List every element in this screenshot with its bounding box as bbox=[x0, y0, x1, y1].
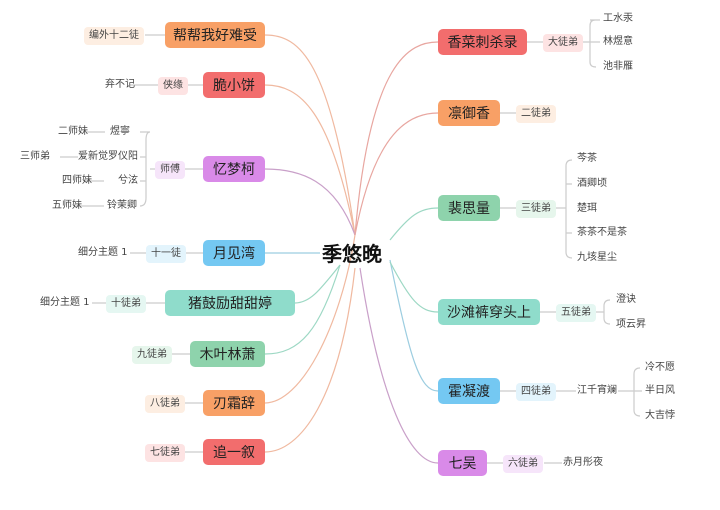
topic-node[interactable]: 追一叙 bbox=[203, 439, 265, 465]
role-label[interactable]: 师傅 bbox=[155, 161, 185, 179]
leaf-label[interactable]: 工水汞 bbox=[603, 13, 633, 24]
topic-node[interactable]: 月见湾 bbox=[203, 240, 265, 266]
role-label[interactable]: 九徒弟 bbox=[132, 346, 172, 364]
role-label[interactable]: 四徒弟 bbox=[516, 383, 556, 401]
role-label[interactable]: 八徒弟 bbox=[145, 395, 185, 413]
role-label[interactable]: 六徒弟 bbox=[503, 455, 543, 473]
leaf-label[interactable]: 弃不记 bbox=[105, 79, 135, 90]
role-label[interactable]: 编外十二徒 bbox=[84, 27, 144, 45]
role-label[interactable]: 大徒弟 bbox=[543, 34, 583, 52]
leaf-label[interactable]: 芩茶 bbox=[577, 153, 597, 164]
topic-node[interactable]: 霍凝渡 bbox=[438, 378, 500, 404]
leaf-label[interactable]: 项云昇 bbox=[616, 319, 646, 330]
leaf-label[interactable]: 楚珥 bbox=[577, 203, 597, 214]
leaf-label[interactable]: 酒卿顷 bbox=[577, 178, 607, 189]
leaf-label[interactable]: 林煜意 bbox=[603, 36, 633, 47]
leaf-label[interactable]: 大吉悖 bbox=[645, 410, 675, 421]
role-label[interactable]: 五徒弟 bbox=[556, 304, 596, 322]
role-label[interactable]: 三徒弟 bbox=[516, 200, 556, 218]
leaf-label[interactable]: 江千宵斓 bbox=[577, 385, 617, 396]
leaf-label[interactable]: 兮泫 bbox=[118, 175, 138, 186]
leaf-label[interactable]: 细分主题 1 bbox=[40, 297, 90, 308]
role-label[interactable]: 十徒弟 bbox=[106, 295, 146, 313]
leaf-label[interactable]: 细分主题 1 bbox=[78, 247, 128, 258]
topic-node[interactable]: 香菜刺杀录 bbox=[438, 29, 527, 55]
leaf-label[interactable]: 三师弟 bbox=[20, 151, 50, 162]
leaf-label[interactable]: 铃茉卿 bbox=[107, 200, 137, 211]
role-label[interactable]: 二徒弟 bbox=[516, 105, 556, 123]
topic-node[interactable]: 脆小饼 bbox=[203, 72, 265, 98]
leaf-label[interactable]: 半日风 bbox=[645, 385, 675, 396]
topic-node[interactable]: 七吴 bbox=[438, 450, 487, 476]
leaf-label[interactable]: 茶茶不是茶 bbox=[577, 227, 627, 238]
role-label[interactable]: 十一徒 bbox=[146, 245, 186, 263]
leaf-label[interactable]: 九垓星尘 bbox=[577, 252, 617, 263]
topic-node[interactable]: 裴思量 bbox=[438, 195, 500, 221]
topic-node[interactable]: 凛御香 bbox=[438, 100, 500, 126]
role-label[interactable]: 七徒弟 bbox=[145, 444, 185, 462]
topic-node[interactable]: 帮帮我好难受 bbox=[165, 22, 265, 48]
topic-node[interactable]: 猪鼓励甜甜婷 bbox=[165, 290, 295, 316]
topic-node[interactable]: 木叶林萧 bbox=[190, 341, 265, 367]
topic-node[interactable]: 忆梦柯 bbox=[203, 156, 265, 182]
leaf-label[interactable]: 澄诀 bbox=[616, 294, 636, 305]
leaf-label[interactable]: 二师妹 bbox=[58, 126, 88, 137]
leaf-label[interactable]: 煜寧 bbox=[110, 126, 130, 137]
leaf-label[interactable]: 赤月彤夜 bbox=[563, 457, 603, 468]
topic-node[interactable]: 沙滩裤穿头上 bbox=[438, 299, 540, 325]
topic-node[interactable]: 刃霜辞 bbox=[203, 390, 265, 416]
central-topic[interactable]: 季悠晚 bbox=[322, 242, 382, 266]
leaf-label[interactable]: 池非雁 bbox=[603, 61, 633, 72]
leaf-label[interactable]: 五师妹 bbox=[52, 200, 82, 211]
leaf-label[interactable]: 四师妹 bbox=[62, 175, 92, 186]
leaf-label[interactable]: 冷不愿 bbox=[645, 362, 675, 373]
role-label[interactable]: 侠缘 bbox=[158, 77, 188, 95]
leaf-label[interactable]: 爱新觉罗仪阳 bbox=[78, 151, 138, 162]
